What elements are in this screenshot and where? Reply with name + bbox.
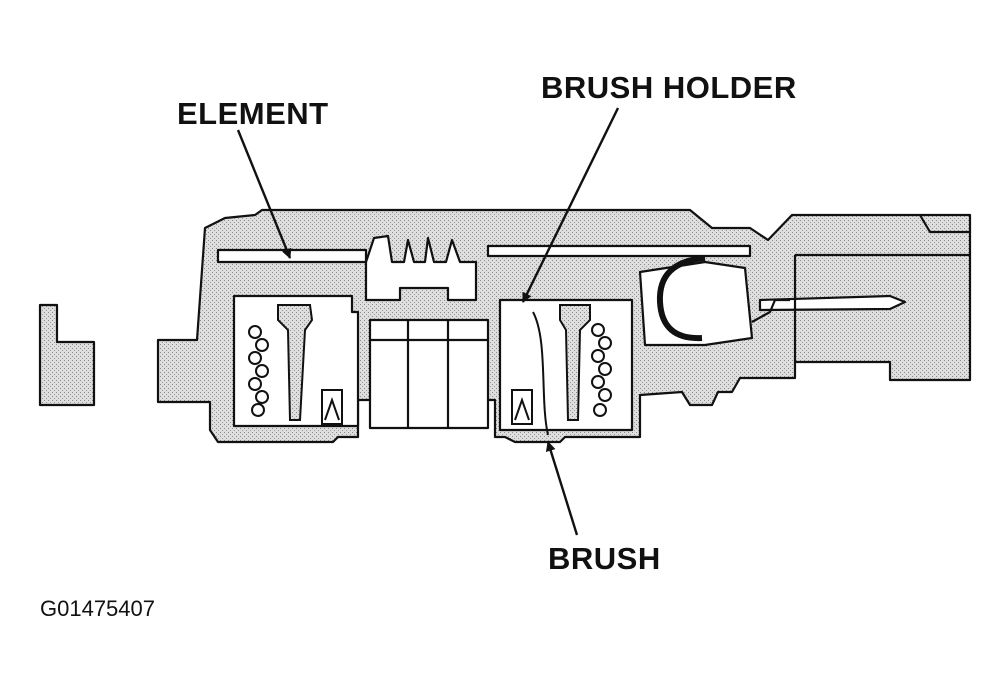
right-spring [591, 323, 612, 417]
commutator [368, 318, 490, 430]
brush-pointer [545, 441, 579, 536]
brush-lead [532, 311, 549, 436]
element-label: ELEMENT [177, 96, 329, 131]
left-fragment [38, 303, 96, 407]
left-spring [248, 325, 269, 417]
element-pointer [236, 129, 292, 259]
left-brush-holder [277, 304, 314, 421]
element-strip-right [486, 244, 752, 258]
brush-holder-pointer [521, 107, 620, 303]
element-strip [216, 248, 368, 264]
center-fingers [364, 234, 478, 302]
connector-pocket [638, 260, 754, 347]
right-brush-holder [559, 304, 591, 421]
connector-hook [656, 255, 706, 342]
terminal-pin [758, 294, 907, 312]
terminal-wire [751, 298, 790, 323]
right-housing-detail [793, 214, 970, 362]
brush-label: BRUSH [548, 541, 661, 576]
brush-holder-label: BRUSH HOLDER [541, 70, 797, 105]
figure-code: G01475407 [40, 596, 155, 621]
